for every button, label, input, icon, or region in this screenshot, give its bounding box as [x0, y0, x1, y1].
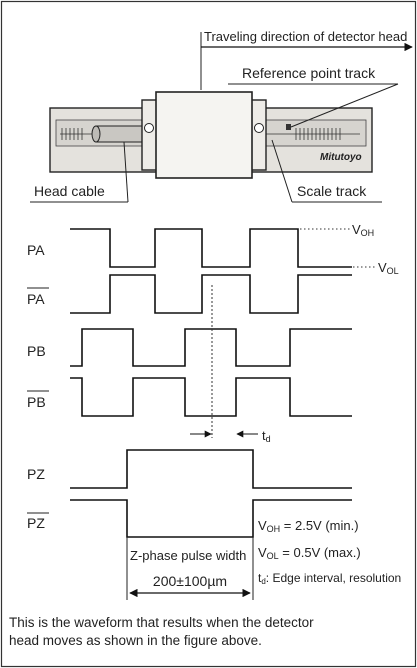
signal-label-pz: PZ [27, 466, 45, 482]
reference-track-label: Reference point track [242, 65, 376, 81]
head-cable-tube [95, 125, 147, 143]
brand-logo: Mitutoyo [320, 152, 362, 163]
head-cable-leader [123, 141, 129, 203]
waveforms [70, 228, 352, 538]
waveform-pa-bar [70, 274, 352, 314]
scale-track-leader [271, 139, 293, 203]
waveform-pb [70, 328, 352, 367]
scale-track-label: Scale track [297, 183, 367, 199]
spec-vol: VOL = 0.5V (max.) [258, 545, 361, 561]
head-cable-label: Head cable [34, 183, 105, 199]
head-cable-end [91, 125, 101, 143]
td-label: td [262, 428, 271, 444]
vol-label: VOL [378, 260, 399, 276]
head-screw-left [144, 123, 154, 133]
z-pulse-value: 200±100µm [153, 573, 227, 589]
waveform-pb-bar [70, 377, 352, 417]
signal-label-pb: PB [27, 343, 46, 359]
signal-label-pa-bar: PA [27, 291, 45, 307]
scale-track-ticks-right [262, 128, 360, 140]
head-screw-right [254, 123, 264, 133]
reference-point-mark [286, 124, 291, 130]
spec-td: td: Edge interval, resolution [258, 571, 401, 586]
voh-label: VOH [352, 222, 374, 238]
travel-direction-label: Traveling direction of detector head [204, 29, 407, 44]
signal-label-pz-bar: PZ [27, 515, 45, 531]
waveform-pa [70, 228, 352, 268]
signal-label-pa: PA [27, 242, 45, 258]
waveform-pz [70, 449, 352, 489]
waveform-pz-bar [70, 499, 352, 538]
caption-line-2: head moves as shown in the figure above. [9, 633, 262, 648]
caption-line-1: This is the waveform that results when t… [9, 615, 314, 630]
scale-illustration: Mitutoyo [49, 91, 373, 179]
signal-label-pb-bar: PB [27, 394, 46, 410]
z-pulse-label: Z-phase pulse width [130, 548, 246, 563]
detector-head [155, 91, 253, 179]
reference-track-leader [290, 83, 399, 128]
spec-voh: VOH = 2.5V (min.) [258, 518, 359, 534]
